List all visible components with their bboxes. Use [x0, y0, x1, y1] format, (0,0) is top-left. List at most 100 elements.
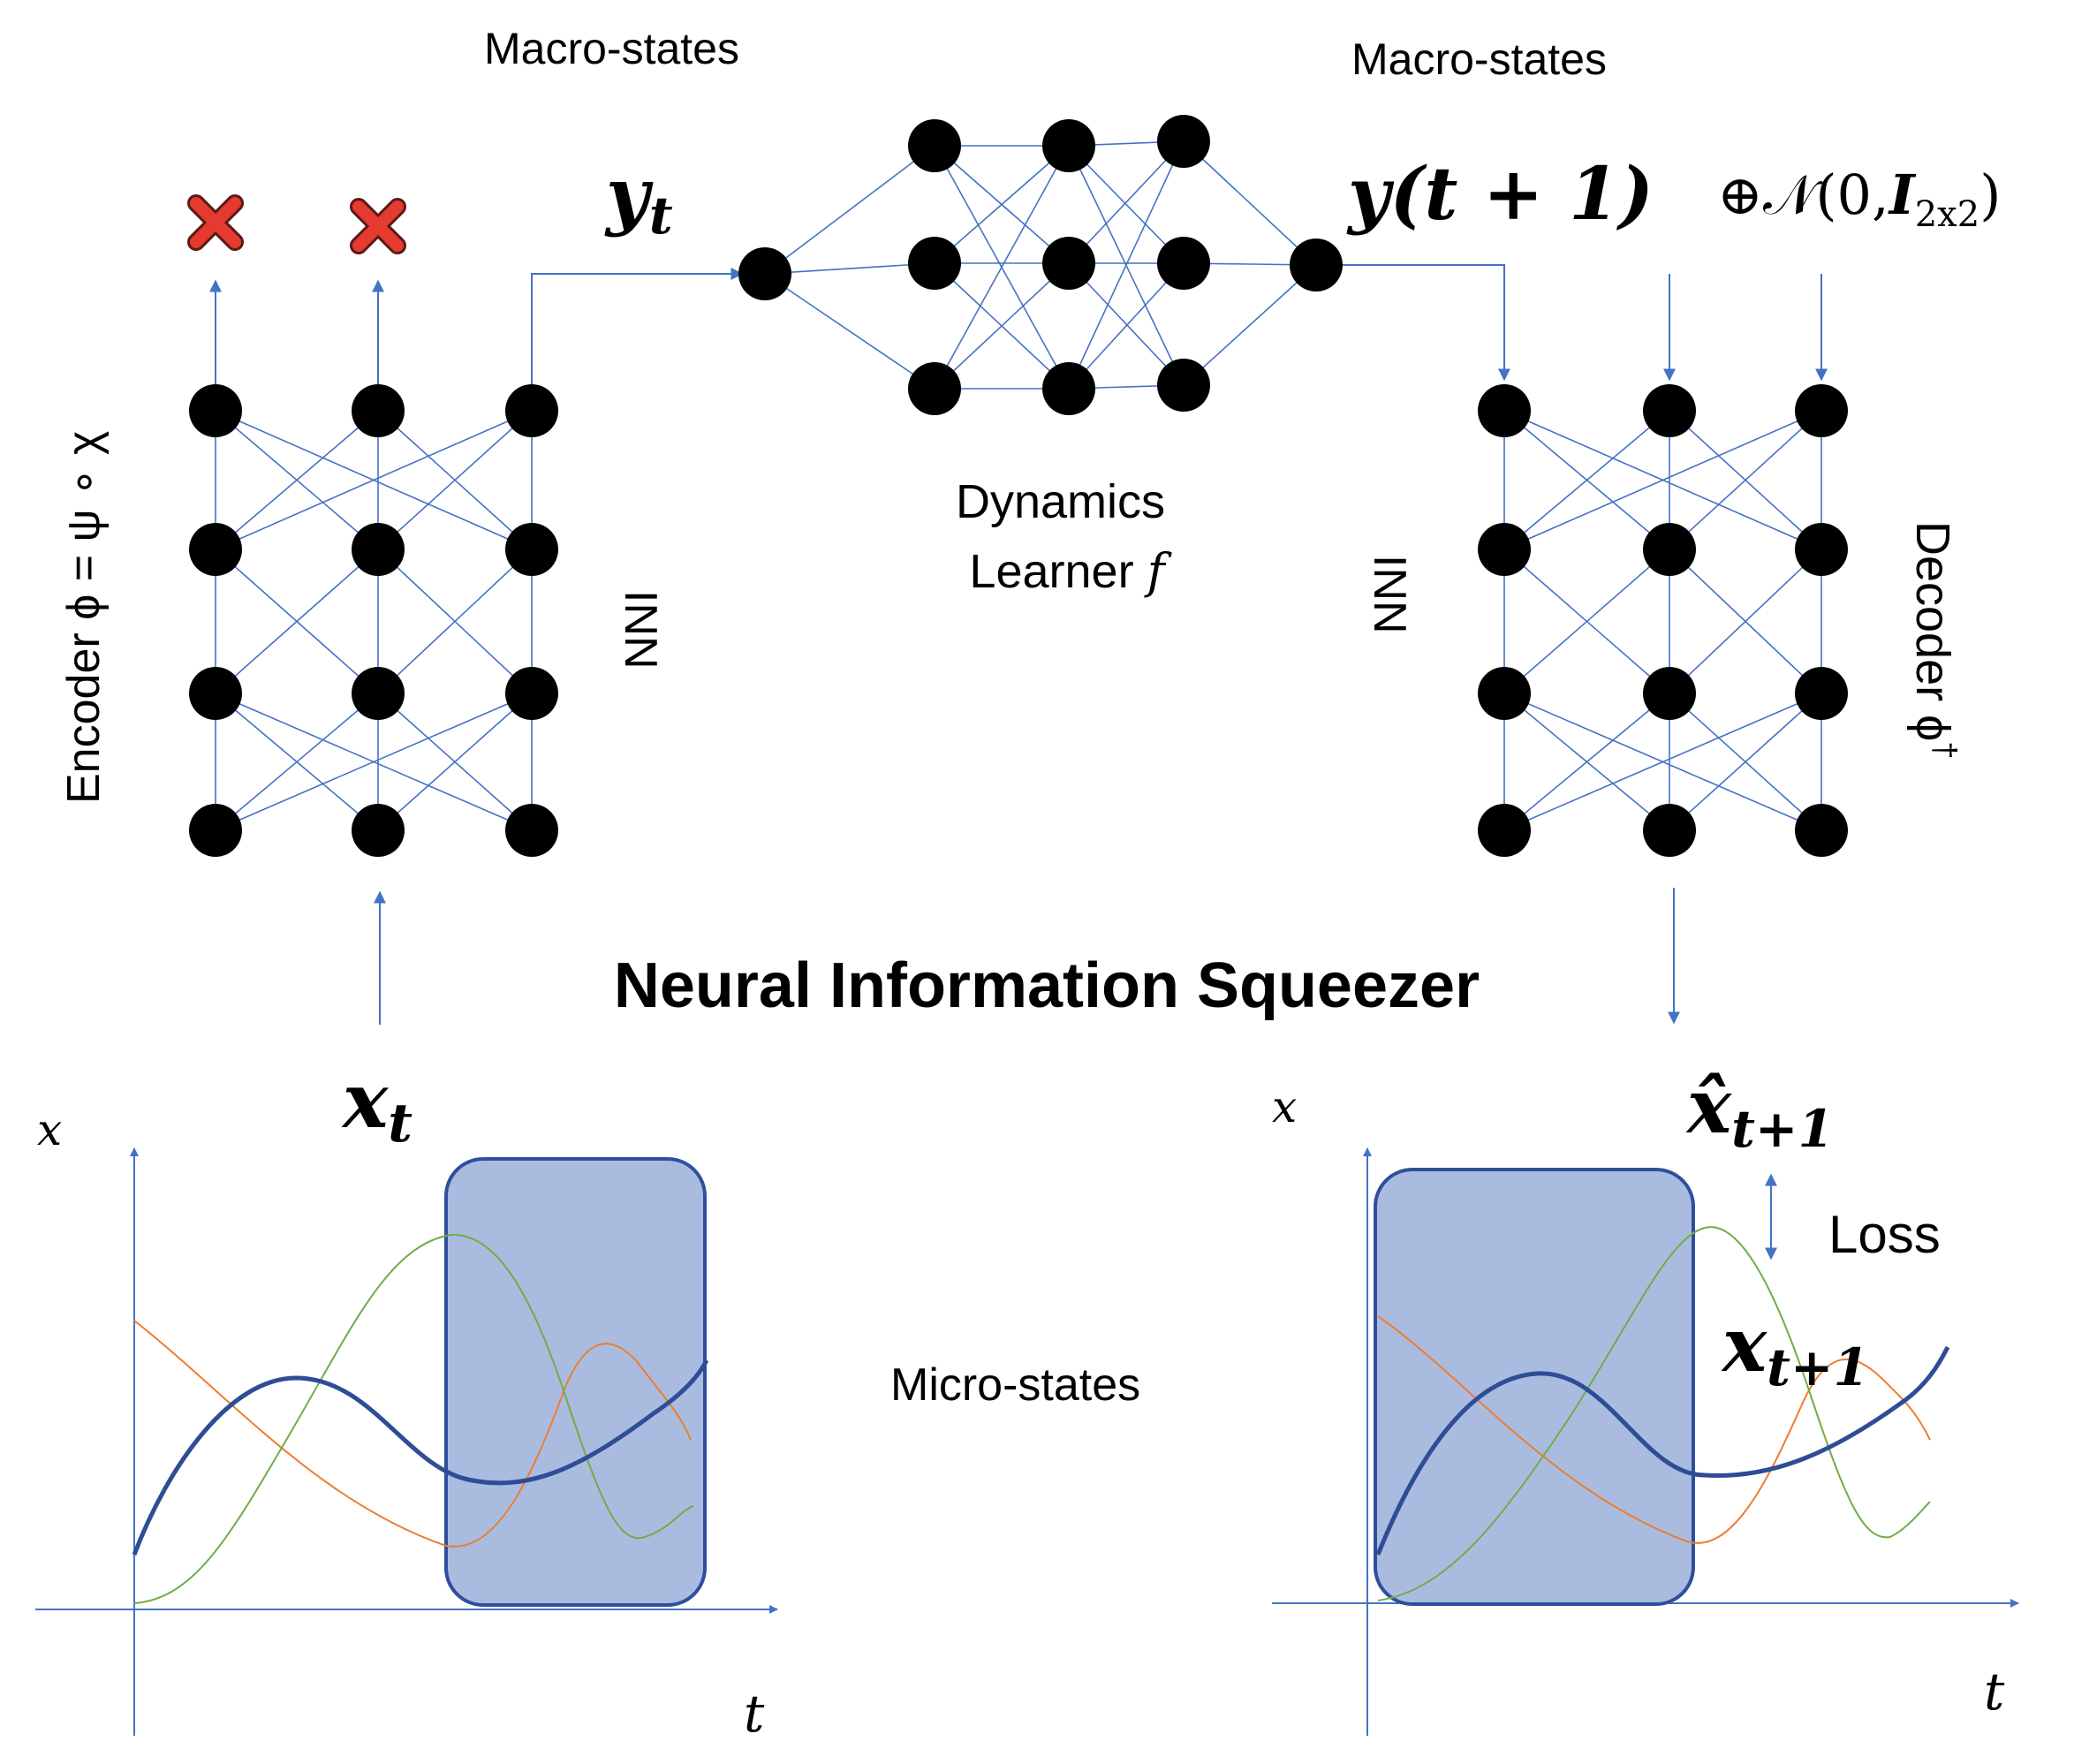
connection-line	[934, 145, 1070, 390]
decoder-node	[1478, 804, 1531, 857]
curve-main	[1375, 1345, 1950, 1556]
encoder-node	[505, 804, 558, 857]
inn-left-label: INN	[615, 590, 666, 670]
observation-window	[444, 1157, 707, 1607]
input-time-series-plot: x t	[35, 1104, 778, 1744]
dynamics-node	[908, 362, 961, 415]
dynamics-node	[1157, 115, 1210, 168]
micro-states-label: Micro-states	[890, 1359, 1140, 1411]
encoder-node	[189, 384, 242, 437]
encoder-node	[352, 804, 405, 857]
decoder-node	[1643, 667, 1696, 720]
decoder-node	[1643, 523, 1696, 576]
decoder-node	[1478, 384, 1531, 437]
x-axis-label: x	[1272, 1081, 1297, 1132]
macro-states-right-label: Macro-states	[1351, 34, 1607, 84]
connection-line	[1669, 693, 1822, 831]
dynamics-learner-label: Dynamics Learner f	[956, 475, 1178, 599]
connection-line	[764, 145, 935, 275]
connection-line	[934, 145, 1070, 264]
connection-line	[215, 549, 379, 694]
x-axis-label: x	[37, 1104, 62, 1155]
dynamics-node	[908, 119, 961, 172]
connection-line	[215, 693, 533, 831]
connection-line	[1503, 693, 1822, 831]
dynamics-node	[1042, 237, 1095, 290]
decoder-node	[1795, 804, 1848, 857]
decoder-node	[1643, 384, 1696, 437]
connection-line	[215, 693, 379, 831]
encoder-node	[189, 523, 242, 576]
dynamics-node	[738, 247, 791, 300]
connection-line	[377, 549, 533, 694]
dynamics-node	[1042, 119, 1095, 172]
prediction-window	[1374, 1168, 1695, 1606]
encoder-node	[352, 523, 405, 576]
connection-line	[1068, 140, 1185, 390]
cross-icon	[350, 198, 406, 254]
connection-line	[377, 410, 533, 550]
x-hat-t-plus-1-label: x̂t+1	[1685, 1063, 1834, 1159]
decoder-node	[1795, 523, 1848, 576]
connection-line	[764, 273, 935, 390]
encoder-node	[505, 384, 558, 437]
t-axis-label: t	[1984, 1662, 2005, 1722]
flow-arrows	[209, 264, 1828, 1261]
connection-line	[1503, 410, 1670, 550]
decoder-label: Decoder ϕ†	[1906, 521, 1964, 759]
dynamics-node	[908, 237, 961, 290]
dynamics-to-decoder-arrow	[1316, 264, 1510, 382]
connection-line	[1503, 693, 1670, 831]
connection-line	[1068, 262, 1185, 386]
connection-line	[1669, 410, 1822, 550]
decoder-node	[1795, 384, 1848, 437]
connection-line	[1503, 410, 1822, 550]
network-nodes	[189, 115, 1848, 857]
discarded-variables	[187, 194, 406, 254]
encoder-node	[352, 667, 405, 720]
connection-line	[1068, 145, 1185, 264]
connection-line	[215, 410, 533, 550]
decoder-node	[1795, 667, 1848, 720]
y-t-plus-1-label: y(t + 1)	[1346, 152, 1654, 237]
loss-label: Loss	[1828, 1205, 1941, 1264]
connection-line	[1503, 549, 1670, 694]
connection-line	[1183, 264, 1317, 386]
decoder-node	[1478, 523, 1531, 576]
connection-line	[377, 693, 533, 831]
t-axis-label: t	[744, 1684, 765, 1744]
encoder-node	[189, 667, 242, 720]
curve-orange	[133, 1320, 692, 1548]
decoder-node	[1643, 804, 1696, 857]
curve-green	[1377, 1226, 1931, 1601]
x-t-plus-1-label: xt+1	[1721, 1301, 1869, 1397]
curve-orange	[1377, 1315, 1931, 1544]
encoder-node	[352, 384, 405, 437]
encoder-label: Encoder ϕ = ψ ∘ χ	[58, 431, 110, 804]
connection-line	[1068, 262, 1185, 390]
y-t-label: yt	[604, 151, 673, 246]
inn-right-label: INN	[1364, 555, 1415, 634]
encoder-node	[505, 523, 558, 576]
curve-green	[133, 1233, 694, 1604]
cross-icon	[187, 194, 244, 251]
curve-main	[132, 1359, 709, 1556]
output-time-series-plot: x t	[1272, 1081, 2019, 1736]
decoder-node	[1478, 667, 1531, 720]
macro-states-left-label: Macro-states	[484, 24, 739, 73]
dynamics-node	[1157, 237, 1210, 290]
encoder-node	[505, 667, 558, 720]
connection-line	[934, 262, 1070, 390]
connection-line	[764, 262, 935, 275]
dynamics-node	[1042, 362, 1095, 415]
encoder-node	[189, 804, 242, 857]
encoder-to-dynamics-arrow	[531, 268, 744, 389]
dynamics-node	[1290, 238, 1343, 291]
noise-label: ⊕𝒩(0,I2x2)	[1717, 163, 2001, 235]
connection-line	[215, 410, 379, 550]
title: Neural Information Squeezer	[614, 950, 1480, 1021]
dynamics-node	[1157, 359, 1210, 412]
connection-line	[1183, 140, 1317, 266]
x-t-label: xt	[341, 1056, 413, 1155]
connection-line	[1068, 140, 1185, 264]
